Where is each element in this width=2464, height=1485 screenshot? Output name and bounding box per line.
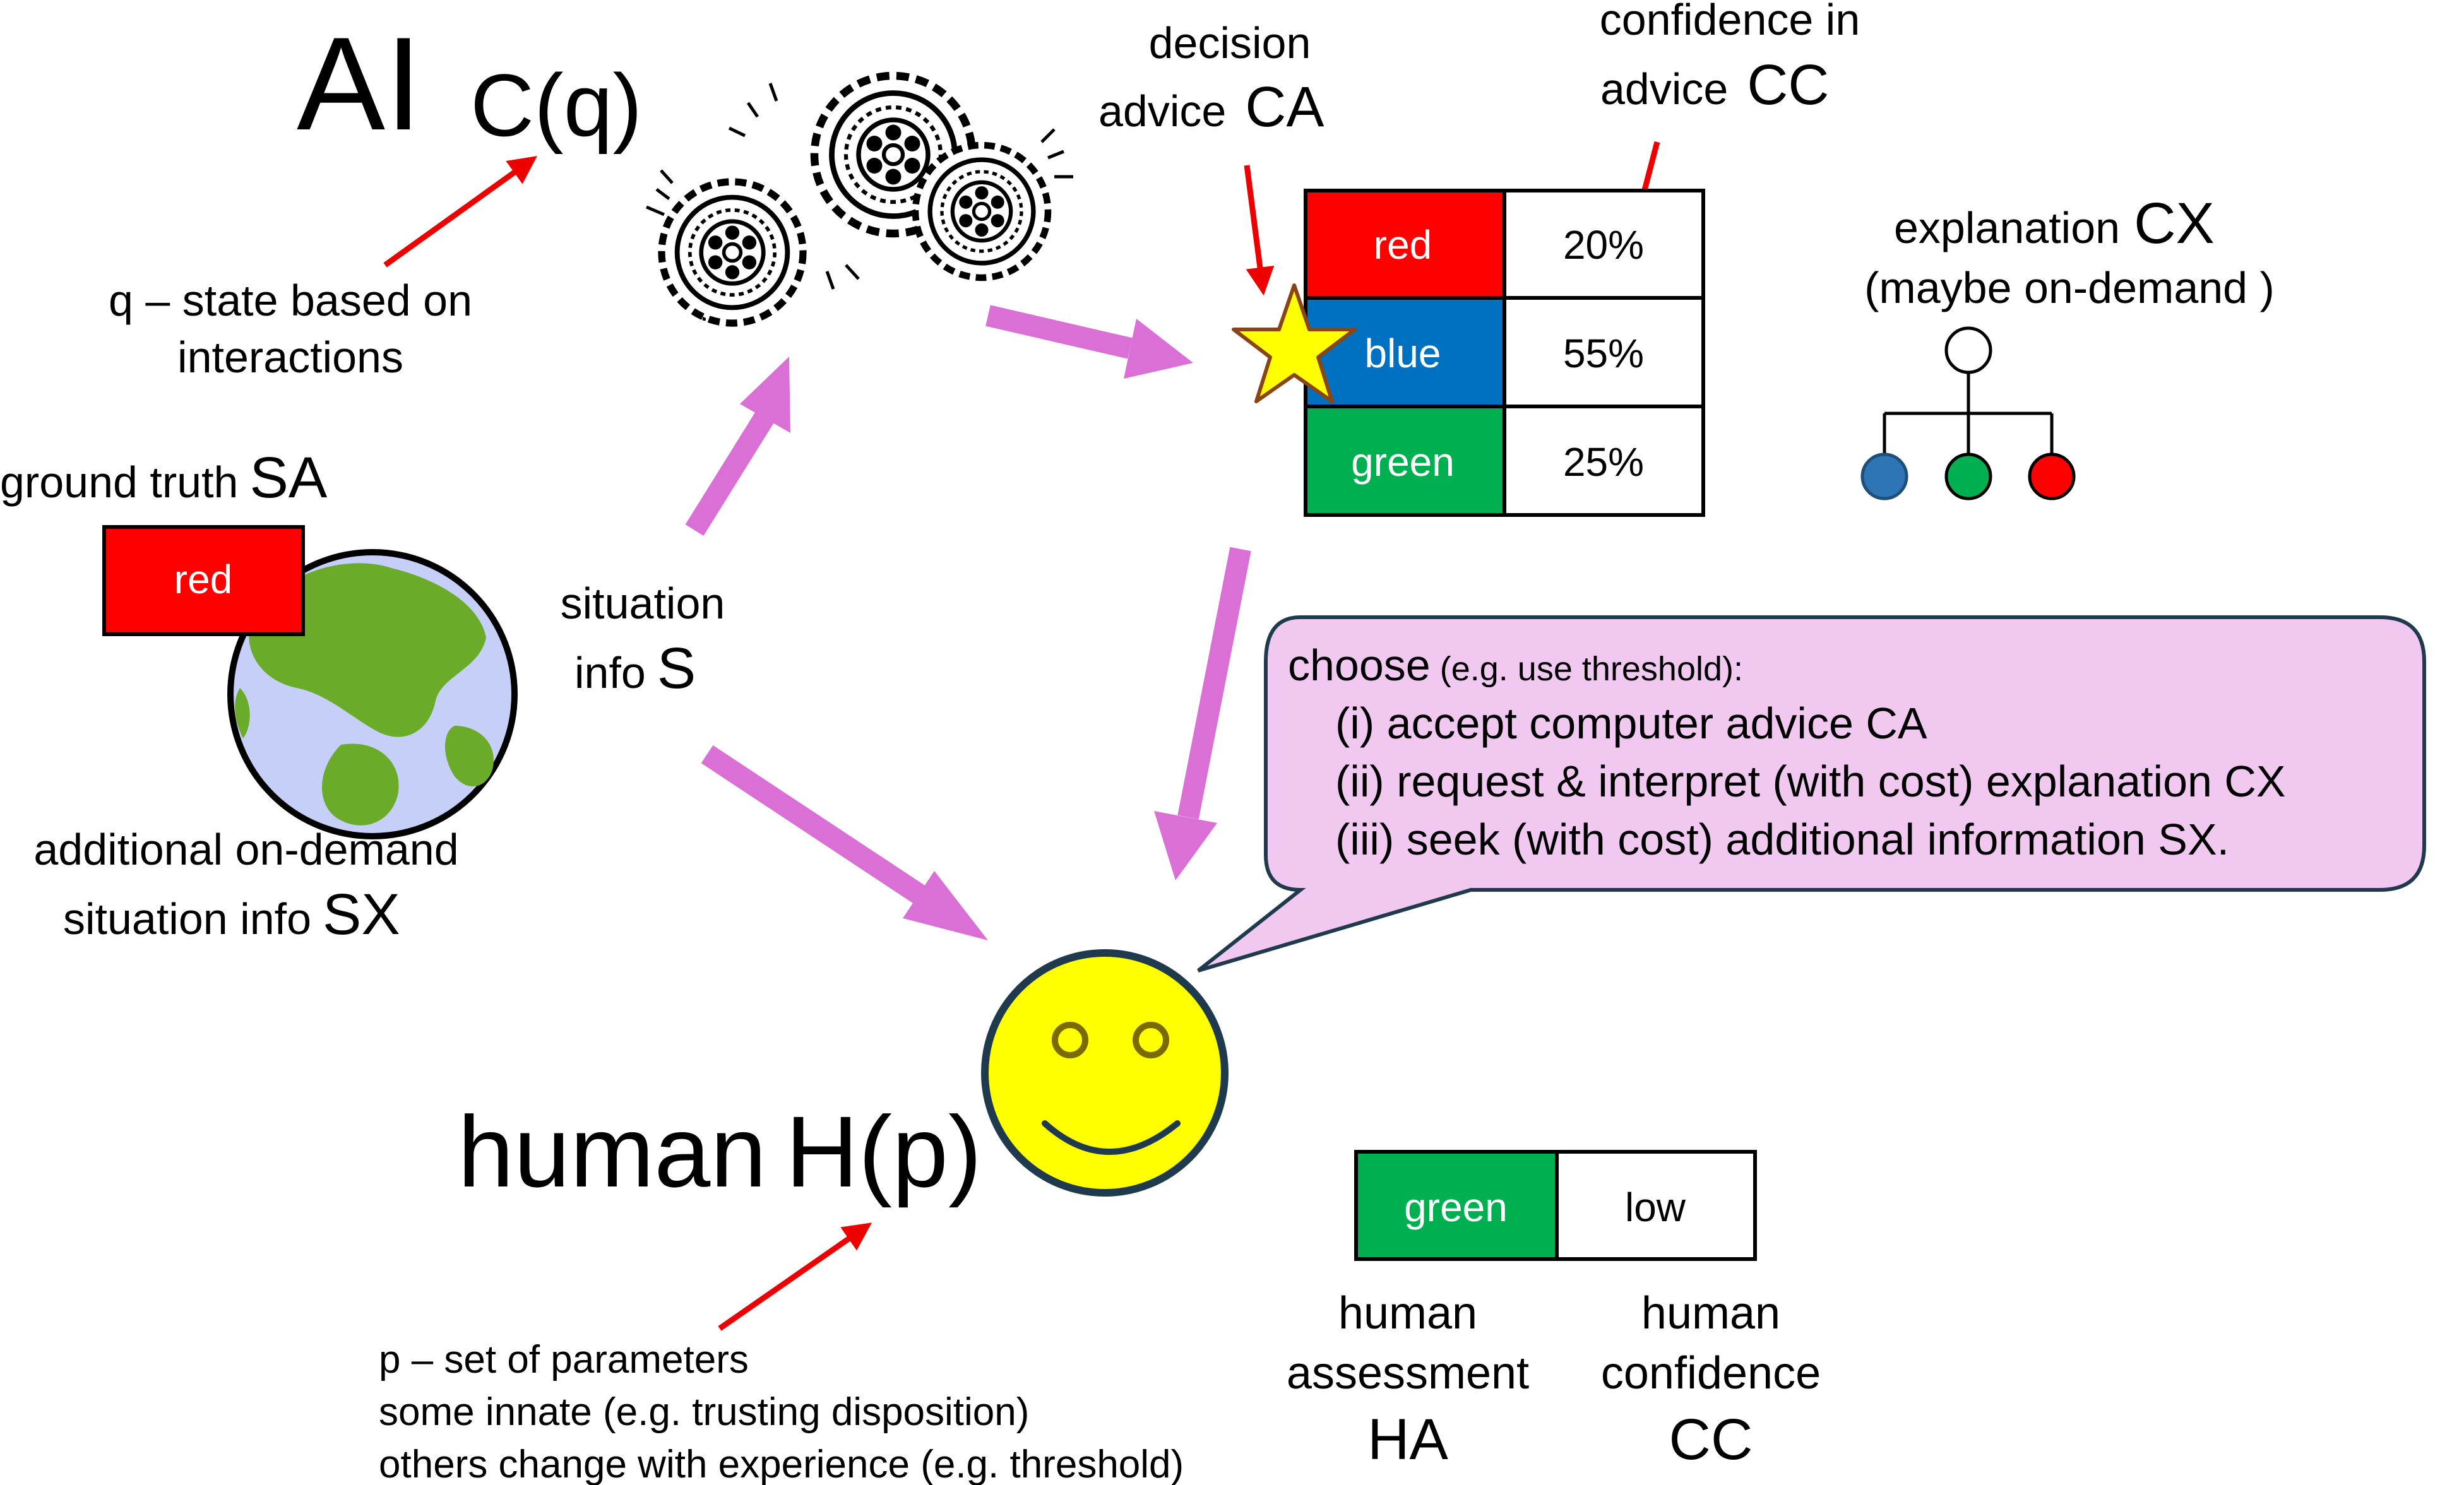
ground-truth-value: red [174, 557, 233, 602]
advice-table: red 20% blue 55% green 25% [1304, 189, 1705, 517]
params-line3: others change with experience (e.g. thre… [379, 1443, 1184, 1485]
assessment-caption-line2: assessment [1287, 1348, 1529, 1399]
advice-row-blue-option: blue [1365, 331, 1441, 376]
smiley-face-icon [981, 949, 1229, 1197]
choose-heading: choose (e.g. use threshold): [1288, 641, 1743, 690]
state-note-line2: interactions [177, 333, 403, 382]
state-note-line1: q – state based on [109, 276, 472, 325]
human-confidence-value: low [1625, 1185, 1686, 1230]
tree-icon [1860, 326, 2076, 500]
advice-row-red-percent: 20% [1563, 222, 1644, 268]
confidence-caption-line3: CC [1669, 1407, 1753, 1472]
gears-icon [646, 76, 1073, 323]
params-line1: p – set of parameters [379, 1338, 749, 1381]
decision-label-line1: decision [1149, 18, 1311, 68]
assessment-caption-line3: HA [1367, 1407, 1448, 1472]
choose-option-1: (i) accept computer advice CA [1335, 699, 1927, 748]
additional-line1: additional on-demand [33, 825, 458, 874]
ground-truth-value-box [102, 525, 305, 636]
assessment-caption-line1: human [1338, 1288, 1477, 1339]
flow-arrows [685, 305, 1251, 940]
explanation-sub: (maybe on-demand ) [1864, 263, 2275, 312]
ai-title: AI [297, 9, 422, 158]
ai-state-function: C(q) [470, 56, 642, 155]
choose-option-3: (iii) seek (with cost) additional inform… [1335, 815, 2229, 864]
situation-line1: situation [561, 579, 725, 628]
params-arrow [718, 1222, 872, 1331]
advice-row-red-option: red [1374, 222, 1432, 268]
advice-row-green-option: green [1351, 439, 1455, 485]
choose-option-2: (ii) request & interpret (with cost) exp… [1335, 757, 2286, 806]
params-line2: some innate (e.g. trusting disposition) [379, 1390, 1029, 1434]
human-assessment-value: green [1404, 1185, 1508, 1230]
choose-bubble [1197, 615, 2426, 973]
advice-row-green-percent: 25% [1563, 439, 1644, 485]
state-note-arrow [383, 156, 537, 268]
confidence-caption-line2: confidence [1601, 1348, 1821, 1399]
human-confidence-box [1555, 1150, 1757, 1261]
human-assessment-box [1354, 1150, 1559, 1261]
star-icon [1232, 283, 1357, 403]
confidence-label-line1: confidence in [1600, 0, 1860, 44]
confidence-caption-line1: human [1641, 1288, 1780, 1339]
advice-row-blue-percent: 55% [1563, 331, 1644, 376]
decision-advice-arrow [1244, 165, 1275, 296]
